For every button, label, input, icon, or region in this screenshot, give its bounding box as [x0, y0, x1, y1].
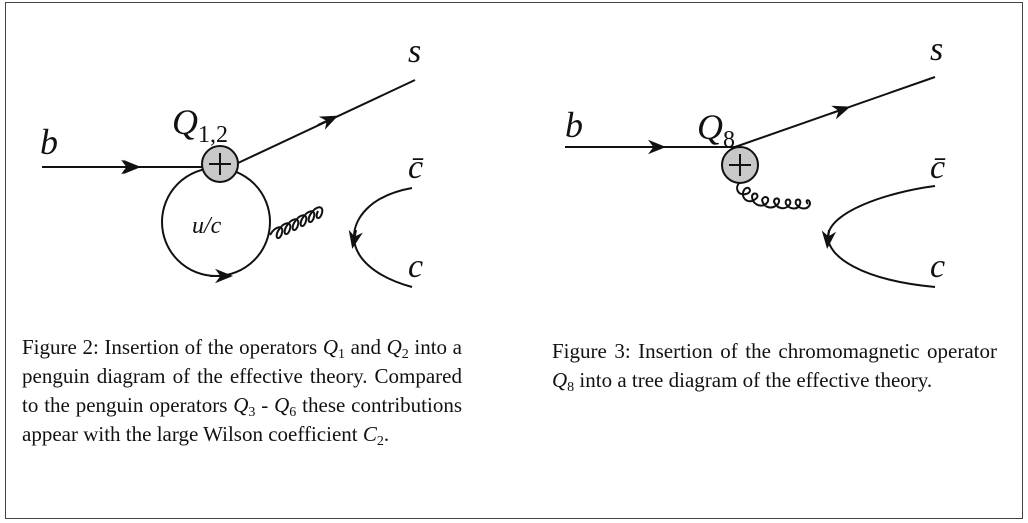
fig2-label-q: Q1,2: [172, 102, 228, 148]
figure3-diagram: [565, 76, 936, 288]
fig3-label-q: Q8: [697, 107, 735, 153]
fig2-label-s: s: [408, 33, 421, 70]
fig2-c-pair: [352, 187, 413, 288]
fig3-s-arrowhead: [829, 105, 851, 120]
fig2-s-arrowhead: [317, 115, 339, 130]
fig2-vertex: [201, 145, 239, 183]
fig2-label-c: c: [408, 248, 423, 285]
fig2-c-arrowhead: [348, 229, 363, 249]
figure2-diagram: [42, 79, 416, 288]
figure2-caption: Figure 2: Insertion of the operators Q1 …: [22, 335, 463, 449]
fig2-label-b: b: [40, 122, 58, 162]
fig3-label-c: c: [930, 248, 945, 285]
fig3-c-arrowhead: [821, 229, 837, 249]
fig3-label-cbar: c̄: [930, 149, 946, 186]
fig2-label-cbar: c̄: [408, 149, 424, 186]
fig3-c-pair: [826, 185, 936, 288]
fig3-label-b: b: [565, 105, 583, 145]
fig3-gluon: [736, 181, 812, 210]
fig3-vertex: [721, 146, 759, 184]
fig2-gluon: [269, 206, 324, 239]
figure3-caption: Figure 3: Insertion of the chromomagneti…: [552, 339, 997, 395]
fig2-label-loop: u/c: [192, 213, 222, 239]
fig3-label-s: s: [930, 31, 943, 68]
figure-frame: [5, 2, 1023, 519]
